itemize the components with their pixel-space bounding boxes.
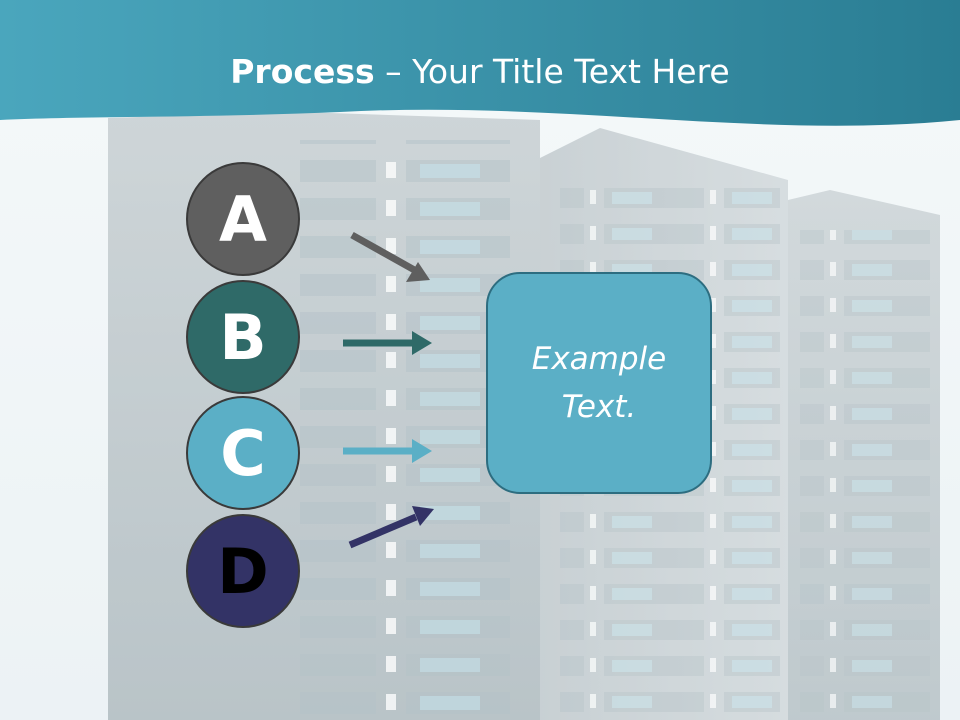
step-letter-b: B bbox=[219, 300, 267, 374]
example-text-box: Example Text. bbox=[486, 272, 712, 494]
title-bold: Process bbox=[230, 52, 375, 91]
step-circle-d: D bbox=[186, 514, 300, 628]
step-circle-c: C bbox=[186, 396, 300, 510]
step-letter-c: C bbox=[220, 416, 266, 490]
page-title: Process – Your Title Text Here bbox=[0, 52, 960, 91]
step-circle-b: B bbox=[186, 280, 300, 394]
step-circle-a: A bbox=[186, 162, 300, 276]
title-rest: – Your Title Text Here bbox=[374, 52, 730, 91]
step-letter-a: A bbox=[219, 182, 267, 256]
step-letter-d: D bbox=[217, 534, 269, 608]
arrow-d-icon bbox=[348, 506, 434, 549]
example-text: Example Text. bbox=[531, 341, 667, 425]
arrow-a-icon bbox=[350, 231, 430, 282]
arrow-b-icon bbox=[343, 331, 432, 355]
header-banner bbox=[0, 0, 960, 126]
arrow-c-icon bbox=[343, 439, 432, 463]
